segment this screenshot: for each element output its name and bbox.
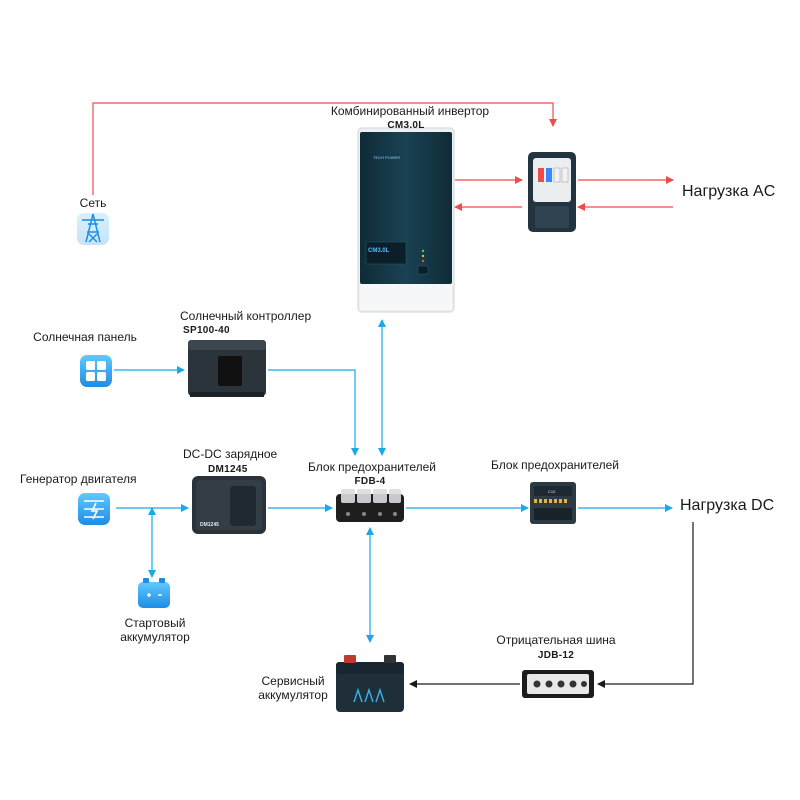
inverter-brand-text: TECH POWER [373, 155, 400, 160]
battery-icon [138, 578, 170, 608]
inverter-device: TECH POWER CM3.0L [357, 127, 455, 313]
solar-controller-label: Солнечный контроллер [180, 309, 312, 323]
starter-battery-label-line2: аккумулятор [120, 630, 190, 644]
grid-to-switch-line [92, 102, 557, 195]
service-battery-label-line1: Сервисный [261, 674, 325, 688]
negative-return-line [597, 522, 694, 688]
negative-bus-label: Отрицательная шина [496, 633, 616, 647]
solar-panel-icon [80, 355, 112, 387]
engine-generator-label: Генератор двигателя [20, 472, 137, 486]
ac-lines [92, 102, 674, 211]
fuse-block-main-label: Блок предохранителей [308, 460, 436, 474]
ac-load-label: Нагрузка AC [682, 183, 776, 200]
dc-lines [114, 319, 673, 643]
controller-to-fuse-line [268, 369, 359, 456]
solar-panel-label: Солнечная панель [33, 330, 137, 344]
svg-text:CM3.0L: CM3.0L [368, 248, 390, 254]
fuse-block-main-device [336, 489, 404, 522]
fuse-block-main-model: FDB-4 [354, 476, 386, 487]
svg-text:C12: C12 [548, 489, 556, 494]
ac-switch-box [528, 152, 576, 232]
dcdc-charger-label: DC-DC зарядное [183, 447, 278, 461]
power-tower-icon [77, 213, 109, 245]
fuse-block-dc-device: C12 [530, 482, 576, 524]
grid-label: Сеть [79, 196, 107, 210]
solar-controller-model: SP100-40 [183, 325, 230, 336]
inverter-model: CM3.0L [387, 120, 425, 131]
service-battery-device [336, 655, 404, 712]
alternator-icon [78, 493, 110, 525]
dcdc-charger-device: DM1245 [192, 476, 266, 534]
starter-battery-label-line1: Стартовый [124, 616, 186, 630]
service-battery-label-line2: аккумулятор [258, 688, 328, 702]
svg-text:DM1245: DM1245 [200, 522, 219, 528]
negative-bus-device [522, 670, 594, 698]
inverter-label: Комбинированный инвертор [330, 104, 490, 118]
dcdc-charger-model: DM1245 [208, 464, 248, 475]
fuse-block-dc-label: Блок предохранителей [491, 458, 619, 472]
solar-controller-device [188, 340, 266, 397]
negative-bus-model: JDB-12 [537, 650, 575, 661]
dc-load-label: Нагрузка DC [680, 497, 775, 514]
